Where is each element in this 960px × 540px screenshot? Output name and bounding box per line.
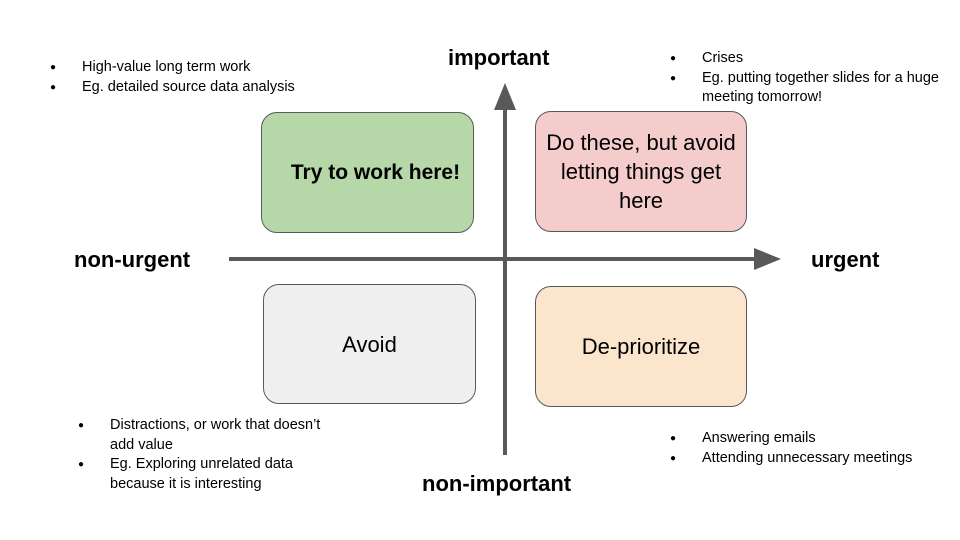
notes-non-important-non-urgent: Distractions, or work that doesn’t add v… <box>78 416 338 494</box>
quadrant-non-important-non-urgent: Avoid <box>263 284 476 404</box>
quadrant-important-urgent: Do these, but avoid letting things get h… <box>535 111 747 232</box>
non-important-axis-label: non-important <box>422 471 572 496</box>
urgency-arrowhead <box>754 248 781 270</box>
note-item: Eg. Exploring unrelated data because it … <box>78 455 338 494</box>
quadrant-non-important-urgent: De-prioritize <box>535 286 747 407</box>
urgent-axis-label: urgent <box>811 247 880 272</box>
non-urgent-axis-label: non-urgent <box>74 247 191 272</box>
note-item: Crises <box>670 49 940 69</box>
notes-important-non-urgent: High-value long term work Eg. detailed s… <box>50 58 370 97</box>
notes-non-important-urgent: Answering emails Attending unnecessary m… <box>670 429 955 468</box>
note-item: Answering emails <box>670 429 955 449</box>
note-item: Attending unnecessary meetings <box>670 449 955 469</box>
quadrant-label: Do these, but avoid letting things get h… <box>546 130 736 213</box>
importance-arrowhead <box>494 83 516 110</box>
quadrant-label: De-prioritize <box>581 334 701 359</box>
quadrant-label: Try to work here! <box>290 161 461 184</box>
note-item: Eg. putting together slides for a huge m… <box>670 69 940 108</box>
quadrant-important-non-urgent: Try to work here! <box>261 112 474 233</box>
note-item: Eg. detailed source data analysis <box>50 78 370 98</box>
note-item: Distractions, or work that doesn’t add v… <box>78 416 338 455</box>
note-item: High-value long term work <box>50 58 370 78</box>
notes-important-urgent: Crises Eg. putting together slides for a… <box>670 49 940 108</box>
important-axis-label: important <box>448 45 550 70</box>
quadrant-label: Avoid <box>342 331 397 357</box>
